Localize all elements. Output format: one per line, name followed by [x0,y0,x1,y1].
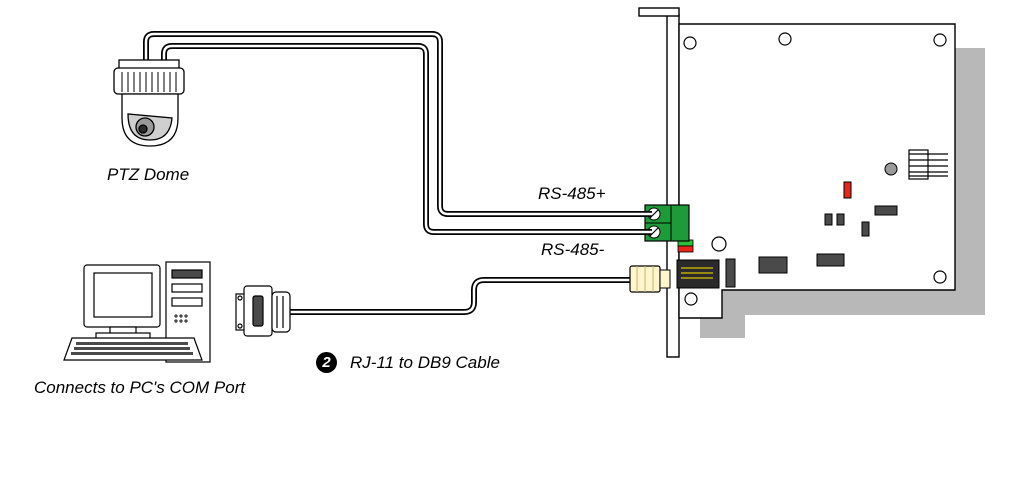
pc-computer [63,261,211,363]
rs485-minus-wire [161,43,652,235]
step-number-badge: 2 [316,352,337,373]
rs485-cables [143,31,652,315]
capture-card [638,7,985,358]
ptz-dome-camera [113,59,185,147]
pc-label: Connects to PC's COM Port [34,378,246,397]
chip [824,213,833,226]
bracket-tab [638,7,680,17]
mount-hole [711,236,727,252]
rj11-db9-cable [290,277,632,315]
chip [874,205,898,216]
card-board [678,23,956,319]
chip [816,253,845,267]
chip [725,258,736,288]
rs485-terminal-block [644,204,690,242]
mount-hole [933,33,947,47]
chip [758,256,788,274]
db9-connector [235,285,291,337]
chip [861,221,870,237]
card-bracket [666,14,680,358]
rj11-jack [676,259,720,289]
chip [836,213,845,226]
rj11-jack-pins [681,267,713,279]
led-red-small [677,245,694,253]
rs485-plus-label: RS-485+ [538,184,606,203]
pin-header [908,149,948,180]
mount-hole [778,32,792,46]
mount-hole [683,36,697,50]
led-red [843,181,852,199]
board-component-round [884,162,898,176]
mount-hole [684,292,698,306]
rj11-plug [629,265,671,293]
rs485-minus-label: RS-485- [541,240,605,259]
ptz-dome-label: PTZ Dome [107,165,190,184]
cable-label: RJ-11 to DB9 Cable [350,353,500,372]
mount-hole [933,270,947,284]
